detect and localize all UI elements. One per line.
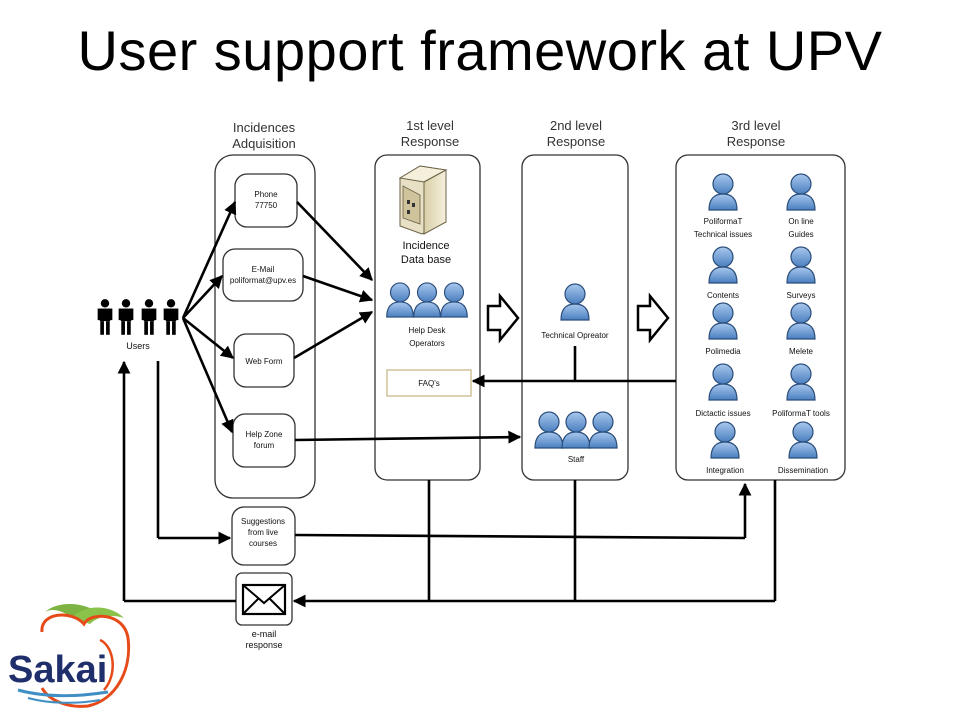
database-label: Data base	[401, 254, 451, 266]
header-line: Response	[547, 134, 606, 149]
header-line: 3rd level	[731, 118, 780, 133]
channel-label: Web Form	[245, 357, 283, 366]
users-group: Users	[97, 299, 179, 351]
logo-text: Sakai	[8, 649, 107, 691]
webform-channel: Web Form	[233, 333, 295, 388]
operators-label: Operators	[409, 339, 445, 348]
role-label: Polimedia	[705, 347, 741, 356]
role-label: On line	[788, 217, 814, 226]
role-label: PoliformaT tools	[772, 409, 830, 418]
role-label: Dissemination	[778, 466, 828, 475]
role-label: PoliformaT	[704, 217, 743, 226]
email-response-label: response	[245, 640, 282, 650]
role-label: Guides	[788, 230, 813, 239]
technical-operator: Technical Opreator	[541, 283, 609, 340]
level3-roles: PoliformaT Technical issues On line Guid…	[694, 173, 830, 475]
role-label: Melete	[789, 347, 814, 356]
channel-label: from live	[248, 528, 279, 537]
header-line: 1st level	[406, 118, 454, 133]
channel-label: Suggestions	[241, 517, 285, 526]
header-line: Adquisition	[232, 136, 296, 151]
user-icon	[118, 299, 134, 335]
suggestions-channel: Suggestions from live courses	[231, 506, 296, 566]
channel-label: Help Zone	[246, 430, 283, 439]
faqs-box: FAQ's	[386, 369, 472, 397]
forward-arrow-icon	[486, 292, 520, 344]
faqs-label: FAQ's	[418, 379, 440, 388]
staff-label: Staff	[568, 455, 585, 464]
role-label: Dictactic issues	[695, 409, 750, 418]
header-line: 2nd level	[550, 118, 602, 133]
header-line: Incidences	[233, 120, 296, 135]
channel-label: Phone	[254, 190, 278, 199]
email-response: e-mail response	[235, 572, 293, 650]
email-response-label: e-mail	[252, 629, 277, 639]
database-label: Incidence	[402, 240, 449, 252]
level3-column	[675, 154, 846, 481]
helpzone-channel: Help Zone forum	[232, 413, 296, 468]
role-label: Contents	[707, 291, 739, 300]
incidence-database: Incidence Data base	[398, 165, 451, 266]
channel-label: E-Mail	[252, 265, 275, 274]
user-icon	[163, 299, 179, 335]
channel-label: 77750	[255, 201, 278, 210]
phone-channel: Phone 77750	[234, 173, 298, 228]
column-header-level2: 2nd level Response	[547, 118, 606, 149]
header-line: Response	[727, 134, 786, 149]
helpdesk-operators: Help Desk Operators	[386, 282, 468, 348]
staff-group: Staff	[534, 411, 618, 464]
user-icon	[141, 299, 157, 335]
technical-operator-label: Technical Opreator	[541, 331, 608, 340]
adquisition-column	[214, 154, 316, 499]
role-label: Technical issues	[694, 230, 752, 239]
user-icon	[97, 299, 113, 335]
column-header-level3: 3rd level Response	[727, 118, 786, 149]
server-icon	[398, 165, 448, 235]
email-channel: E-Mail poliformat@upv.es	[222, 248, 304, 302]
role-label: Integration	[706, 466, 744, 475]
column-header-adquisition: Incidences Adquisition	[232, 120, 296, 151]
column-header-level1: 1st level Response	[401, 118, 460, 149]
sakai-logo: Sakai	[8, 603, 131, 708]
channel-label: poliformat@upv.es	[230, 276, 296, 285]
channel-label: courses	[249, 539, 277, 548]
forward-arrow-icon	[636, 292, 670, 344]
channel-label: forum	[254, 441, 275, 450]
operators-label: Help Desk	[409, 326, 447, 335]
slide-title: User support framework at UPV	[77, 19, 883, 82]
role-label: Surveys	[787, 291, 816, 300]
header-line: Response	[401, 134, 460, 149]
users-label: Users	[126, 341, 150, 351]
